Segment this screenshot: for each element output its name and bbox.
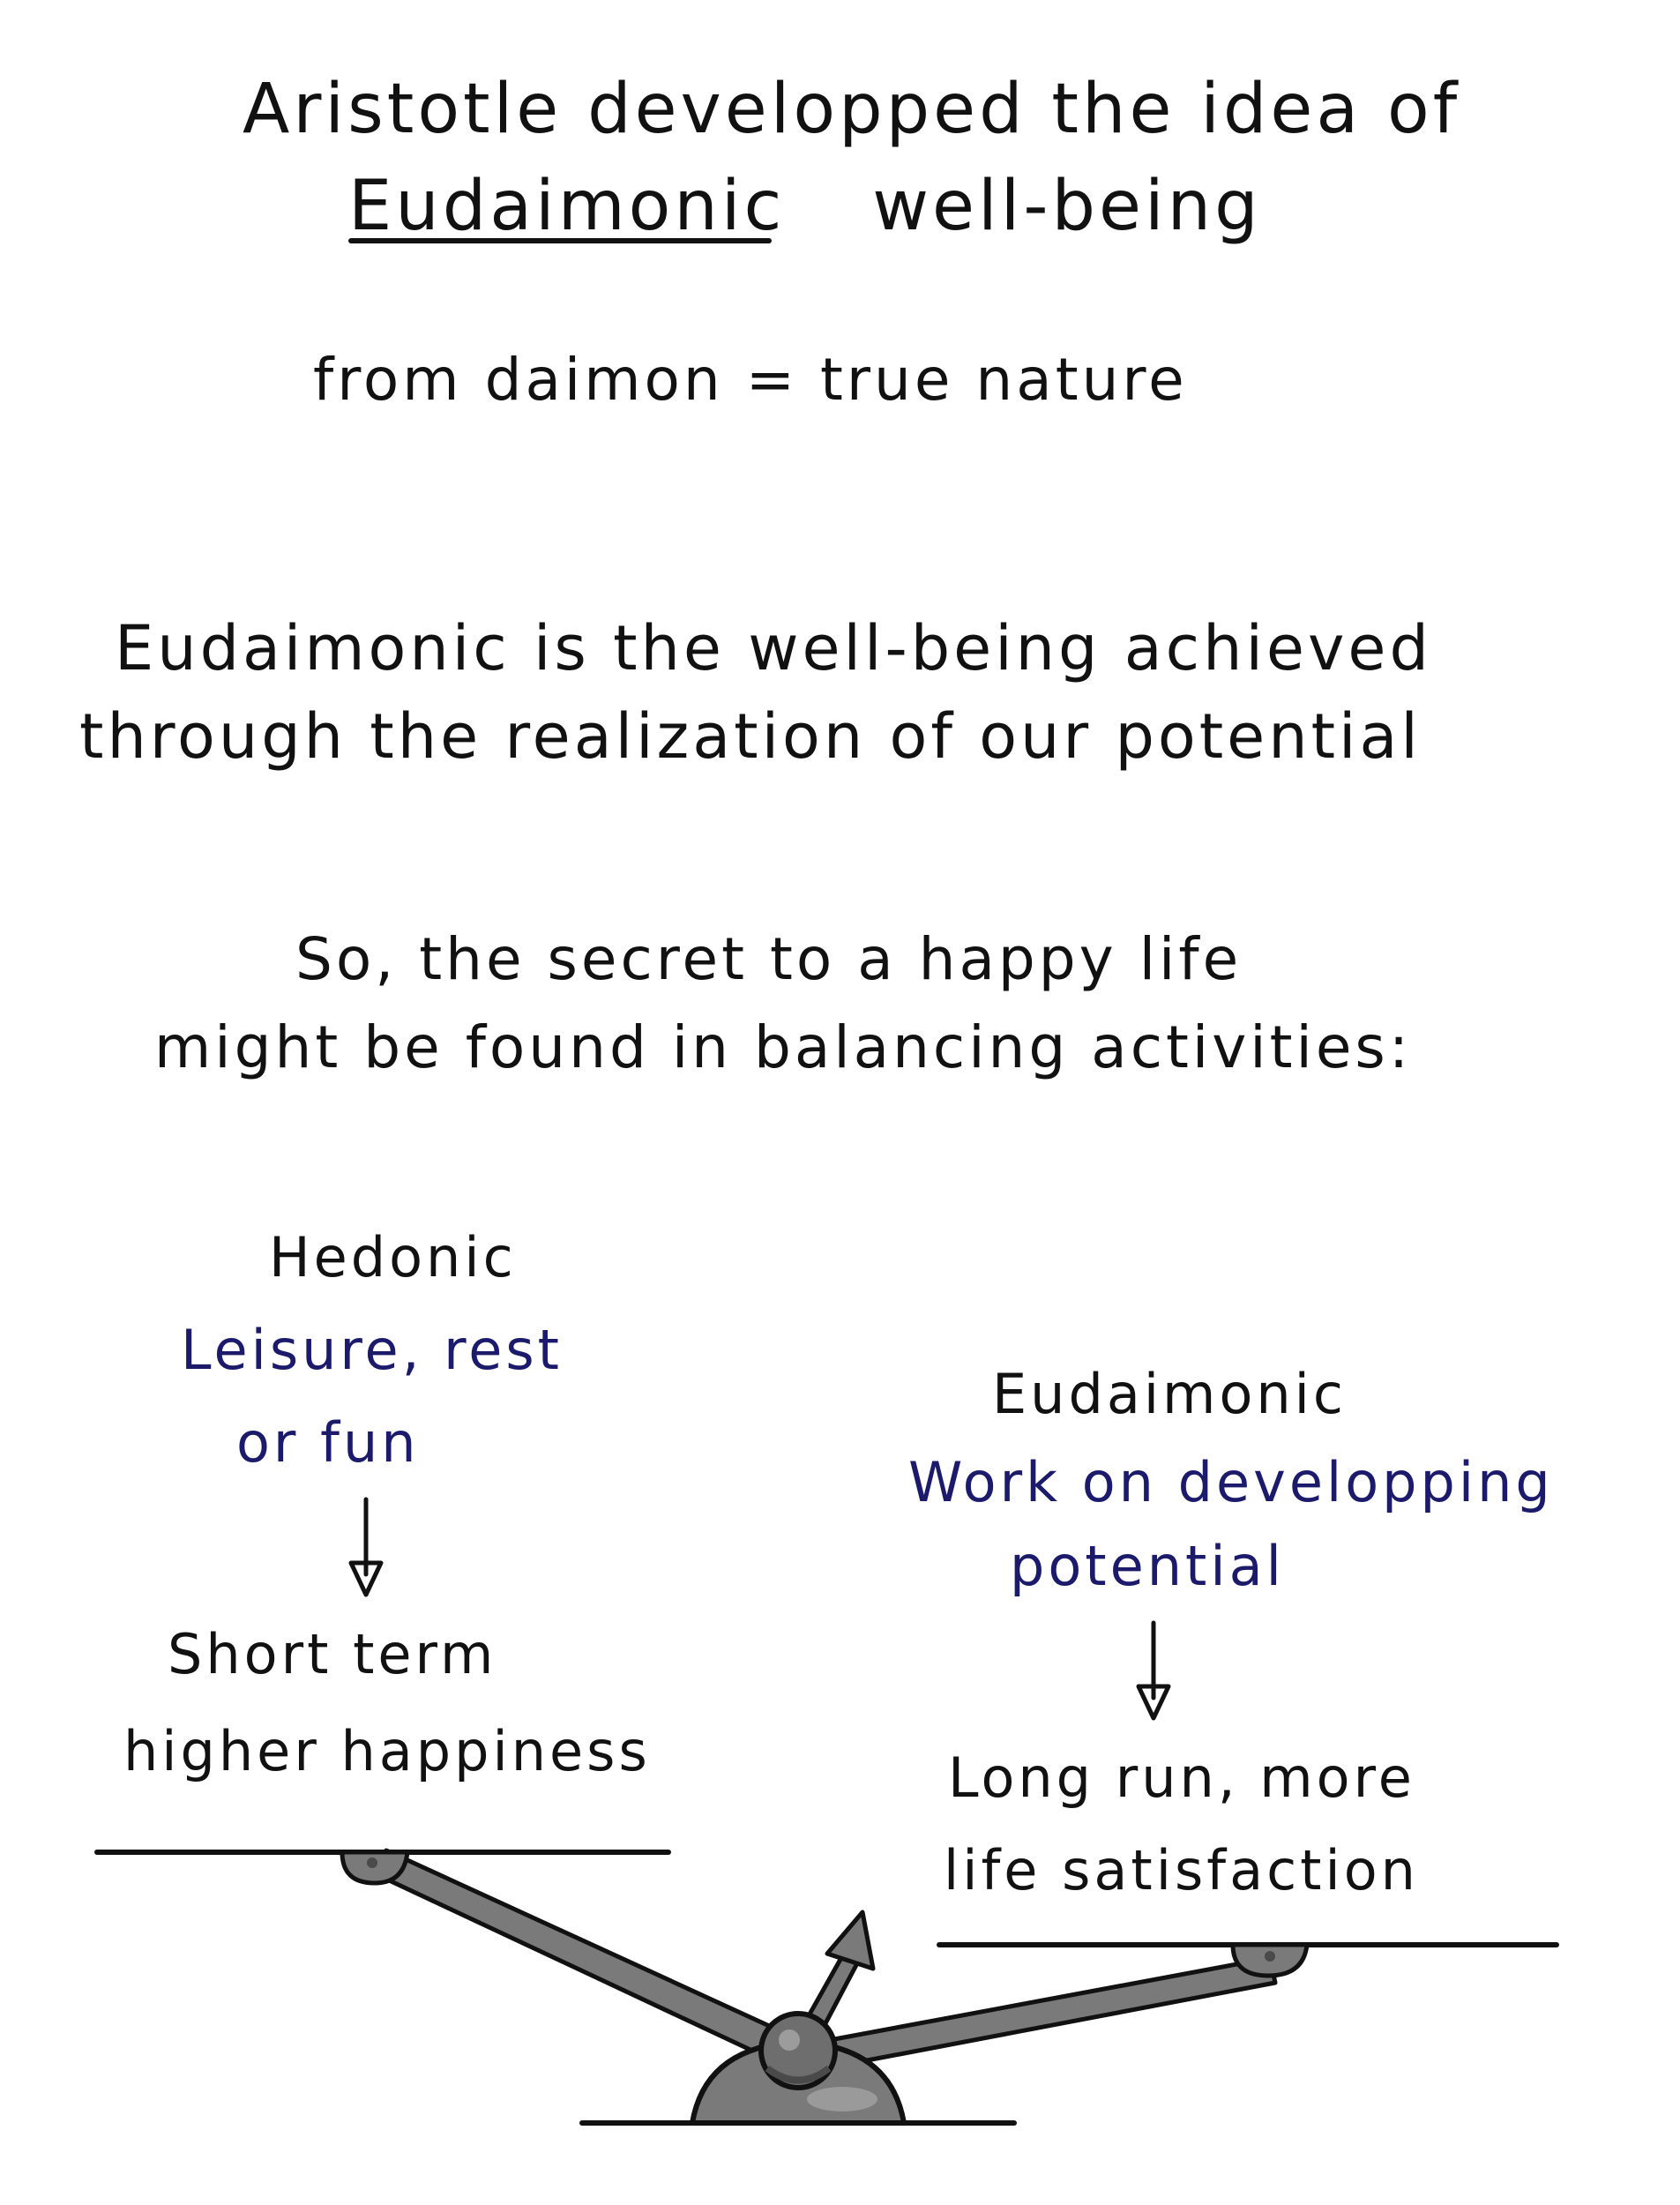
title-line-2: Eudaimonic well-being bbox=[348, 172, 1262, 241]
definition-line-2: through the realization of our potential bbox=[79, 706, 1422, 767]
eudaimonic-activity-line-1-text: Work on developping bbox=[908, 1450, 1554, 1514]
down-arrow-icon bbox=[1136, 1620, 1171, 1721]
hedonic-heading: Hedonic bbox=[269, 1230, 517, 1285]
secret-line-2: might be found in balancing activities: bbox=[154, 1019, 1412, 1077]
hedonic-heading-text: Hedonic bbox=[269, 1225, 517, 1289]
title-line-1-text: Aristotle developped the idea of bbox=[243, 70, 1461, 149]
eudaimonic-activity-line-2: potential bbox=[1010, 1539, 1285, 1594]
eudaimonic-activity-line-2-text: potential bbox=[1010, 1534, 1285, 1598]
secret-line-1: So, the secret to a happy life bbox=[295, 931, 1242, 989]
up-arrow-icon bbox=[825, 1910, 876, 1971]
hedonic-result-line-2: higher happiness bbox=[123, 1724, 651, 1779]
definition-line-1-text: Eudaimonic is the well-being achieved bbox=[115, 612, 1432, 684]
eudaimonic-result-line-2: life satisfaction bbox=[944, 1843, 1419, 1898]
eudaimonic-heading-text: Eudaimonic bbox=[992, 1362, 1347, 1426]
eudaimonic-result-line-1: Long run, more bbox=[948, 1751, 1415, 1805]
hedonic-activity-line-1-text: Leisure, rest bbox=[181, 1318, 563, 1382]
balance-scale-icon bbox=[94, 1848, 1559, 2126]
eudaimonic-heading: Eudaimonic bbox=[992, 1367, 1347, 1422]
down-arrow-icon bbox=[348, 1497, 384, 1597]
hedonic-activity-line-1: Leisure, rest bbox=[181, 1323, 563, 1378]
eudaimonic-underline bbox=[348, 238, 772, 243]
etymology-text-span: from daimon = true nature bbox=[313, 346, 1188, 414]
hedonic-result-line-1-text: Short term bbox=[168, 1622, 497, 1686]
well-being-text: well-being bbox=[872, 167, 1262, 246]
etymology-text: from daimon = true nature bbox=[313, 351, 1188, 409]
secret-line-1-text: So, the secret to a happy life bbox=[295, 925, 1243, 993]
hedonic-result-line-1: Short term bbox=[168, 1627, 497, 1682]
hedonic-result-line-2-text: higher happiness bbox=[123, 1719, 651, 1783]
hedonic-activity-line-2-text: or fun bbox=[236, 1410, 420, 1475]
title-line-1: Aristotle developped the idea of bbox=[243, 75, 1460, 144]
definition-line-1: Eudaimonic is the well-being achieved bbox=[115, 617, 1432, 679]
definition-line-2-text: through the realization of our potential bbox=[79, 700, 1422, 773]
eudaimonic-term: Eudaimonic bbox=[348, 167, 786, 246]
secret-line-2-text: might be found in balancing activities: bbox=[154, 1013, 1413, 1081]
eudaimonic-result-line-2-text: life satisfaction bbox=[944, 1838, 1419, 1902]
eudaimonic-result-line-1-text: Long run, more bbox=[948, 1745, 1415, 1810]
eudaimonic-activity-line-1: Work on developping bbox=[908, 1455, 1554, 1510]
hedonic-activity-line-2: or fun bbox=[236, 1416, 420, 1470]
